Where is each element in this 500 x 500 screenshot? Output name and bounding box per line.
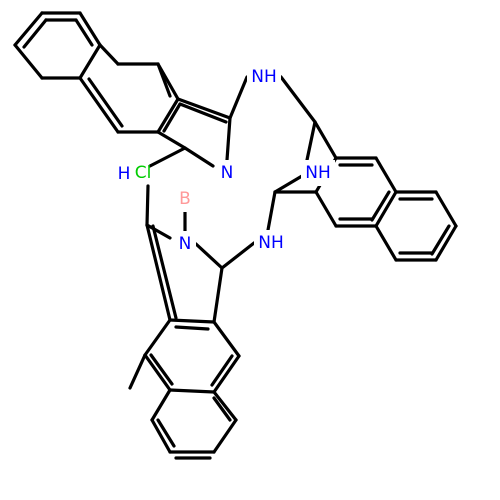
bond-line bbox=[143, 318, 172, 357]
bond-line bbox=[212, 320, 241, 358]
bond-line bbox=[162, 102, 182, 133]
bond-line bbox=[156, 97, 180, 134]
bond-line bbox=[128, 353, 147, 390]
bond-line bbox=[156, 62, 172, 98]
bond-line bbox=[370, 190, 391, 222]
bond-line bbox=[87, 77, 124, 128]
bond-line bbox=[145, 223, 172, 240]
bond-line bbox=[78, 43, 102, 80]
bond-line bbox=[174, 325, 210, 331]
bond-line bbox=[194, 242, 224, 270]
bond-line bbox=[273, 174, 304, 194]
bond-line bbox=[212, 390, 238, 422]
bond-line bbox=[150, 418, 172, 454]
atom-label-n-upper-left: N bbox=[221, 163, 234, 183]
bond-line bbox=[149, 353, 174, 386]
bond-line bbox=[212, 418, 238, 454]
atom-label-nh-lower: NH bbox=[258, 233, 284, 253]
bond-line bbox=[212, 266, 224, 324]
bonds-layer bbox=[13, 11, 458, 460]
atom-bg-h-left bbox=[116, 161, 132, 185]
atom-label-cl: Cl bbox=[135, 163, 152, 183]
atom-label-nh-right: NH bbox=[305, 163, 331, 183]
bond-line bbox=[13, 43, 44, 80]
atom-label-n-lower-left: N bbox=[179, 234, 192, 254]
bond-line bbox=[279, 75, 317, 124]
atom-bg-nh-lower bbox=[254, 230, 288, 256]
bond-line bbox=[212, 396, 232, 422]
bond-line bbox=[145, 184, 150, 227]
bond-line bbox=[143, 353, 172, 392]
atom-label-b: B bbox=[179, 189, 191, 209]
bond-line bbox=[225, 116, 232, 162]
atom-bg-nh-top bbox=[247, 64, 281, 90]
bond-line bbox=[374, 156, 398, 194]
bond-line bbox=[430, 224, 451, 256]
bond-line bbox=[74, 18, 94, 47]
bond-line bbox=[313, 120, 338, 160]
bond-line bbox=[210, 354, 234, 387]
bond-line bbox=[374, 224, 398, 262]
bond-line bbox=[266, 190, 277, 232]
bond-line bbox=[151, 224, 178, 320]
atom-bg-n-upper-left bbox=[216, 160, 238, 186]
bond-line bbox=[314, 190, 338, 228]
bond-line bbox=[13, 11, 44, 47]
bond-line bbox=[212, 354, 241, 394]
atom-bg-b bbox=[175, 186, 195, 212]
bond-line bbox=[78, 11, 102, 47]
bond-line bbox=[434, 224, 458, 262]
bond-line bbox=[148, 146, 187, 168]
bond-line bbox=[228, 75, 249, 120]
bond-line bbox=[434, 190, 458, 228]
bond-line bbox=[156, 418, 176, 448]
bond-line bbox=[98, 43, 120, 66]
bond-line bbox=[168, 318, 216, 324]
bond-line bbox=[374, 190, 398, 228]
bond-line bbox=[176, 97, 232, 120]
bond-line bbox=[150, 388, 172, 422]
bond-line bbox=[305, 120, 317, 162]
bond-line bbox=[22, 18, 48, 49]
atom-label-nh-top: NH bbox=[251, 67, 277, 87]
bond-line bbox=[178, 102, 228, 124]
bond-line bbox=[183, 146, 215, 168]
bond-line bbox=[78, 76, 120, 134]
atom-labels-layer: NH N NH H Cl B N NH bbox=[116, 64, 335, 257]
bond-line bbox=[156, 130, 187, 150]
bond-line bbox=[168, 388, 216, 394]
bond-line bbox=[220, 241, 256, 270]
bond-line bbox=[145, 223, 172, 322]
atom-bg-nh-right bbox=[301, 160, 335, 186]
atom-bg-n-lower-left bbox=[174, 231, 196, 257]
atom-label-h-left: H bbox=[118, 164, 131, 184]
